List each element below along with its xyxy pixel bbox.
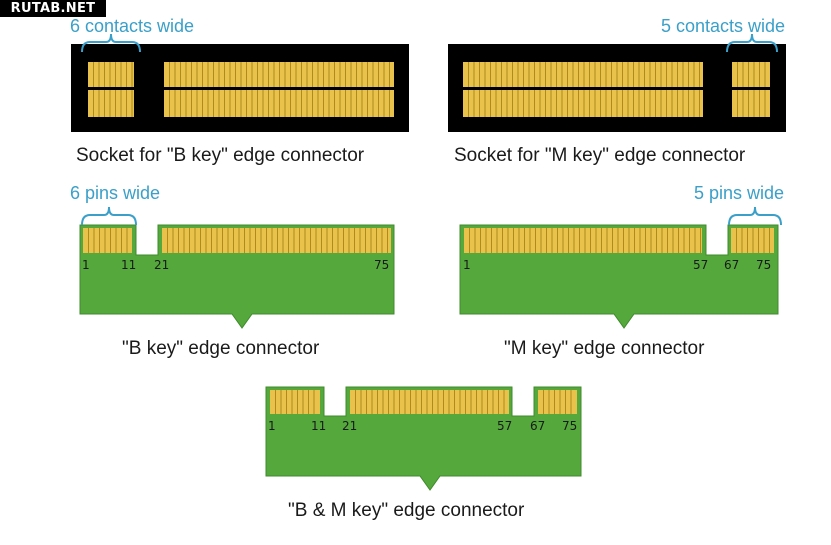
m-socket-width-brace	[726, 33, 778, 53]
m-socket-bottom-contacts-large	[463, 90, 703, 117]
m-key-width-label: 5 pins wide	[694, 183, 785, 203]
bm-key-pin-21: 21	[342, 419, 358, 433]
b-key-pin-1: 1	[82, 258, 90, 272]
b-key-caption: "B key" edge connector	[122, 338, 320, 359]
m-socket-bottom-contacts-small	[732, 90, 770, 117]
bm-key-pin-75: 75	[562, 419, 578, 433]
b-socket-caption: Socket for "B key" edge connector	[76, 145, 365, 166]
bm-key-pin-11: 11	[311, 419, 327, 433]
bm-key-pin-1: 1	[268, 419, 276, 433]
m-key-pin-75: 75	[756, 258, 772, 272]
bm-key-caption: "B & M key" edge connector	[288, 500, 525, 521]
b-key-pin-75: 75	[374, 258, 390, 272]
b-key-contacts-large	[162, 228, 391, 253]
b-key-pin-21: 21	[154, 258, 170, 272]
m-key-pin-67: 67	[724, 258, 740, 272]
bm-key-pin-67: 67	[530, 419, 546, 433]
m-socket-top-contacts-small	[732, 62, 770, 87]
b-key-contacts-small	[83, 228, 132, 253]
b-socket-body	[71, 44, 409, 132]
m-socket-width-label: 5 contacts wide	[661, 16, 786, 36]
b-socket-top-contacts-small	[88, 62, 134, 87]
bm-key-pin-57: 57	[497, 419, 513, 433]
m-key-caption: "M key" edge connector	[504, 338, 705, 359]
m-socket-body	[448, 44, 786, 132]
m-key-contacts-large	[464, 228, 702, 253]
b-key-width-label: 6 pins wide	[70, 183, 161, 203]
m-socket-caption: Socket for "M key" edge connector	[454, 145, 746, 166]
m-key-pin-57: 57	[693, 258, 709, 272]
b-socket-bottom-contacts-small	[88, 90, 134, 117]
m-key-width-brace	[728, 206, 782, 226]
b-key-pin-11: 11	[121, 258, 137, 272]
b-socket-width-label: 6 contacts wide	[70, 16, 195, 36]
b-key-width-brace	[81, 206, 137, 226]
m-key-pin-1: 1	[463, 258, 471, 272]
m-socket-top-contacts-large	[463, 62, 703, 87]
watermark: RUTAB.NET	[0, 0, 106, 17]
bm-key-contacts-middle	[350, 390, 509, 414]
bm-key-contacts-left	[270, 390, 320, 414]
b-socket-width-brace	[81, 33, 141, 53]
